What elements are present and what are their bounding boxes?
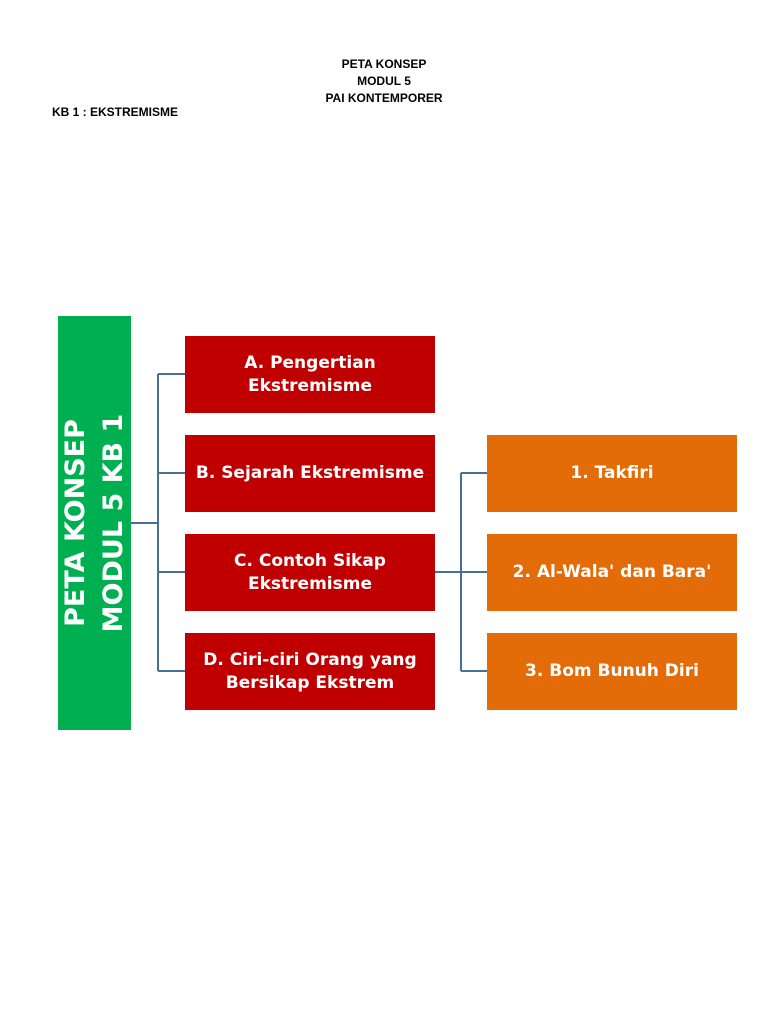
title-line-3: PAI KONTEMPORER	[325, 91, 443, 105]
node-al-wala-dan-bara: 2. Al-Wala' dan Bara'	[487, 534, 737, 611]
node-pengertian: A. Pengertian Ekstremisme	[185, 336, 435, 413]
root-label-line-2: MODUL 5 KB 1	[97, 413, 129, 633]
node-takfiri: 1. Takfiri	[487, 435, 737, 512]
document-title: PETA KONSEP MODUL 5 PAI KONTEMPORER	[0, 56, 768, 107]
node-label: C. Contoh Sikap Ekstremisme	[234, 550, 386, 594]
node-label: 1. Takfiri	[570, 463, 654, 483]
node-bom-bunuh-diri: 3. Bom Bunuh Diri	[487, 633, 737, 710]
node-label: B. Sejarah Ekstremisme	[195, 463, 425, 483]
root-label-line-1: PETA KONSEP	[59, 419, 91, 627]
section-label: KB 1 : EKSTREMISME	[52, 105, 179, 119]
root-node: PETA KONSEP MODUL 5 KB 1	[58, 316, 131, 730]
title-line-2: MODUL 5	[357, 74, 411, 88]
title-line-1: PETA KONSEP	[341, 57, 427, 71]
node-label: 2. Al-Wala' dan Bara'	[512, 562, 712, 582]
node-sejarah: B. Sejarah Ekstremisme	[185, 435, 435, 512]
node-label: D. Ciri-ciri Orang yang Bersikap Ekstrem	[203, 649, 417, 693]
node-label: A. Pengertian Ekstremisme	[244, 352, 376, 396]
node-contoh-sikap: C. Contoh Sikap Ekstremisme	[185, 534, 435, 611]
root-node-label: PETA KONSEP MODUL 5 KB 1	[57, 414, 133, 633]
node-ciri-ciri: D. Ciri-ciri Orang yang Bersikap Ekstrem	[185, 633, 435, 710]
node-label: 3. Bom Bunuh Diri	[525, 661, 699, 681]
